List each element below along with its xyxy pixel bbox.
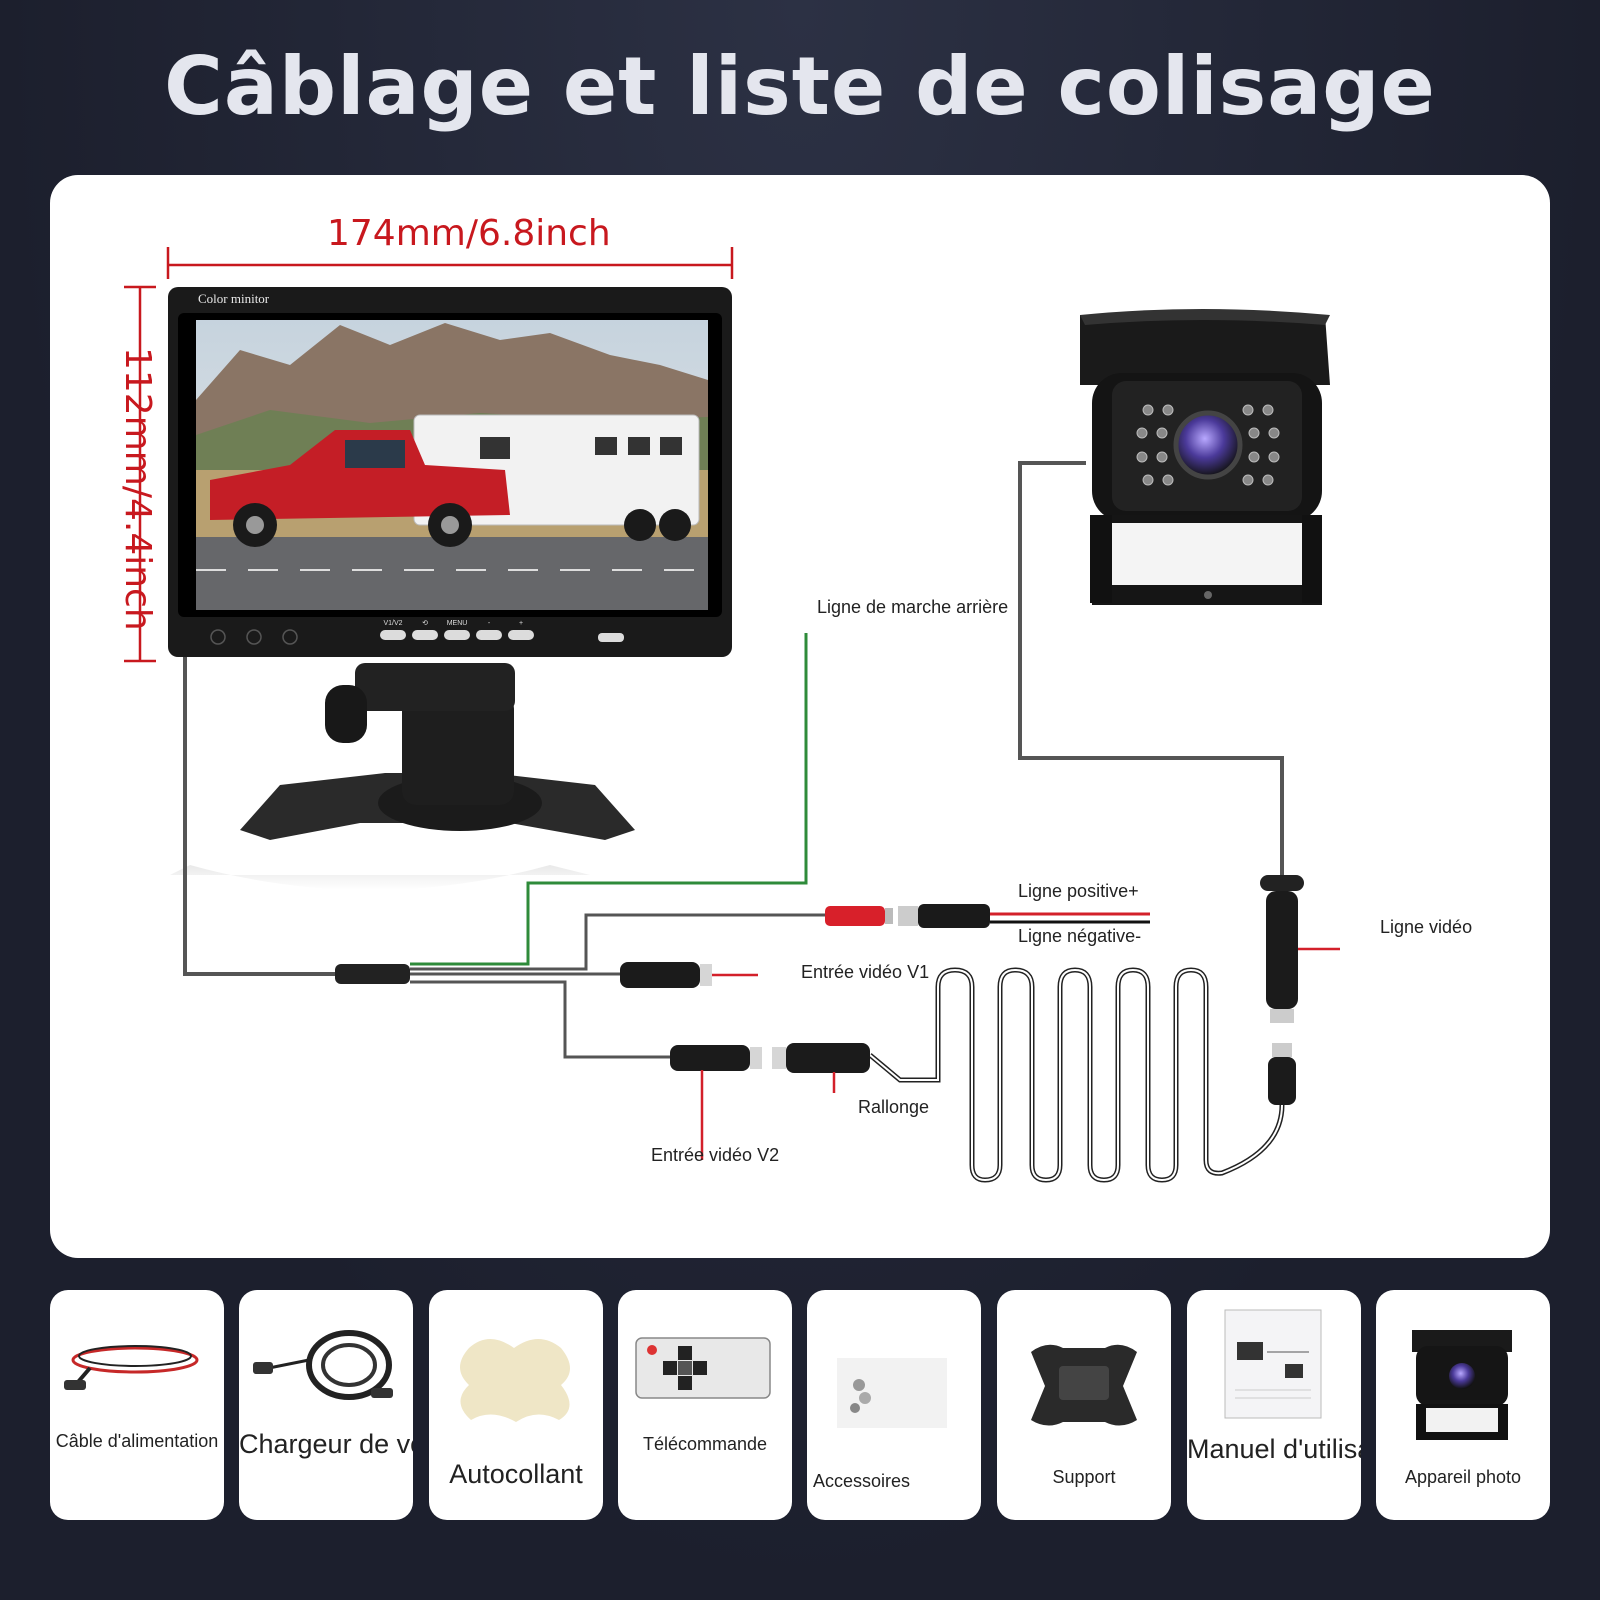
camera-grommet bbox=[1260, 875, 1304, 891]
reverse-line-wire bbox=[410, 633, 808, 966]
power-cable-icon bbox=[64, 1345, 199, 1390]
power-plug-body bbox=[918, 904, 990, 928]
height-dimension-line bbox=[124, 285, 156, 663]
packing-item-support: Support bbox=[997, 1290, 1171, 1520]
packing-item-power-cable: Câble d'alimentation bbox=[50, 1290, 224, 1520]
v1-connector bbox=[620, 962, 700, 988]
monitor: V1/V2 ⟲ MENU - + Color minitor bbox=[168, 287, 732, 657]
harness-connector bbox=[335, 964, 410, 984]
camera-extension-end bbox=[1268, 1057, 1296, 1105]
wiring-diagram: V1/V2 ⟲ MENU - + Color minitor bbox=[124, 247, 1340, 1183]
wiring-diagram-panel: V1/V2 ⟲ MENU - + Color minitor bbox=[50, 175, 1550, 1258]
connectors bbox=[335, 875, 1304, 1105]
monitor-stand bbox=[170, 663, 635, 890]
packing-item-label: Chargeur de voiture bbox=[239, 1429, 413, 1459]
video-line-label: Ligne vidéo bbox=[1380, 917, 1473, 937]
packing-item-car-charger: Chargeur de voiture bbox=[239, 1290, 413, 1520]
monitor-indicator-lights bbox=[210, 629, 298, 645]
monitor-screen-image bbox=[196, 320, 708, 610]
monitor-buttons bbox=[380, 630, 624, 642]
button-label-minus: - bbox=[488, 620, 491, 627]
label-pointers bbox=[700, 947, 1340, 1160]
power-harness-wire bbox=[410, 913, 825, 971]
packing-item-label: Support bbox=[1052, 1467, 1116, 1487]
manual-icon bbox=[1224, 1309, 1322, 1419]
packing-item-camera: Appareil photo bbox=[1376, 1290, 1550, 1520]
bracket-icon bbox=[1031, 1344, 1137, 1426]
packing-item-accessories: Accessoires bbox=[807, 1290, 981, 1520]
rear-camera bbox=[1080, 309, 1330, 605]
packing-item-label: Autocollant bbox=[449, 1459, 583, 1489]
reverse-line-label: Ligne de marche arrière bbox=[817, 597, 1009, 617]
monitor-cable-wire bbox=[183, 657, 335, 976]
button-label-rotate: ⟲ bbox=[422, 620, 428, 627]
car-charger-icon bbox=[253, 1330, 393, 1400]
power-socket-red bbox=[825, 906, 885, 926]
packing-item-remote: Télécommande bbox=[618, 1290, 792, 1520]
packing-item-sticker: Autocollant bbox=[429, 1290, 603, 1520]
v2-connector bbox=[670, 1045, 750, 1071]
camera-cable-wire bbox=[1018, 461, 1284, 893]
camera-icon bbox=[1412, 1330, 1512, 1440]
button-label-plus: + bbox=[519, 620, 523, 627]
page-title: Câblage et liste de colisage bbox=[164, 40, 1436, 133]
wires bbox=[183, 461, 1285, 1183]
video-input-v1-label: Entrée vidéo V1 bbox=[801, 962, 930, 982]
height-dimension-label: 112mm/4.4inch bbox=[117, 347, 158, 631]
packing-item-label: Accessoires bbox=[813, 1471, 911, 1491]
extension-label: Rallonge bbox=[858, 1097, 930, 1117]
power-plug-tip bbox=[898, 906, 918, 926]
video-input-v2-label: Entrée vidéo V2 bbox=[651, 1145, 780, 1165]
monitor-button-labels: V1/V2 ⟲ MENU - + bbox=[383, 620, 523, 627]
extension-connector bbox=[786, 1043, 870, 1073]
packing-item-label: Câble d'alimentation bbox=[55, 1431, 219, 1451]
width-dimension-line bbox=[166, 247, 734, 279]
monitor-brand-text: Color minitor bbox=[198, 291, 270, 306]
packing-item-label: Télécommande bbox=[642, 1434, 768, 1454]
negative-line-label: Ligne négative- bbox=[1018, 926, 1142, 946]
extension-male-tip bbox=[772, 1047, 786, 1069]
packing-item-label: Manuel d'utilisation bbox=[1187, 1434, 1361, 1464]
packing-item-label: Appareil photo bbox=[1404, 1467, 1522, 1487]
extension-cable-coil bbox=[868, 967, 1285, 1183]
v2-wire bbox=[410, 980, 670, 1059]
button-label-v1v2: V1/V2 bbox=[383, 620, 402, 627]
sticker-icon bbox=[460, 1339, 570, 1422]
width-dimension-label: 174mm/6.8inch bbox=[327, 213, 611, 254]
screws-icon bbox=[837, 1358, 947, 1428]
button-label-menu: MENU bbox=[447, 620, 468, 627]
remote-control-icon bbox=[635, 1337, 771, 1399]
camera-cable-connector bbox=[1266, 891, 1298, 1009]
positive-line-label: Ligne positive+ bbox=[1018, 881, 1139, 901]
packing-item-manual: Manuel d'utilisation bbox=[1187, 1290, 1361, 1520]
